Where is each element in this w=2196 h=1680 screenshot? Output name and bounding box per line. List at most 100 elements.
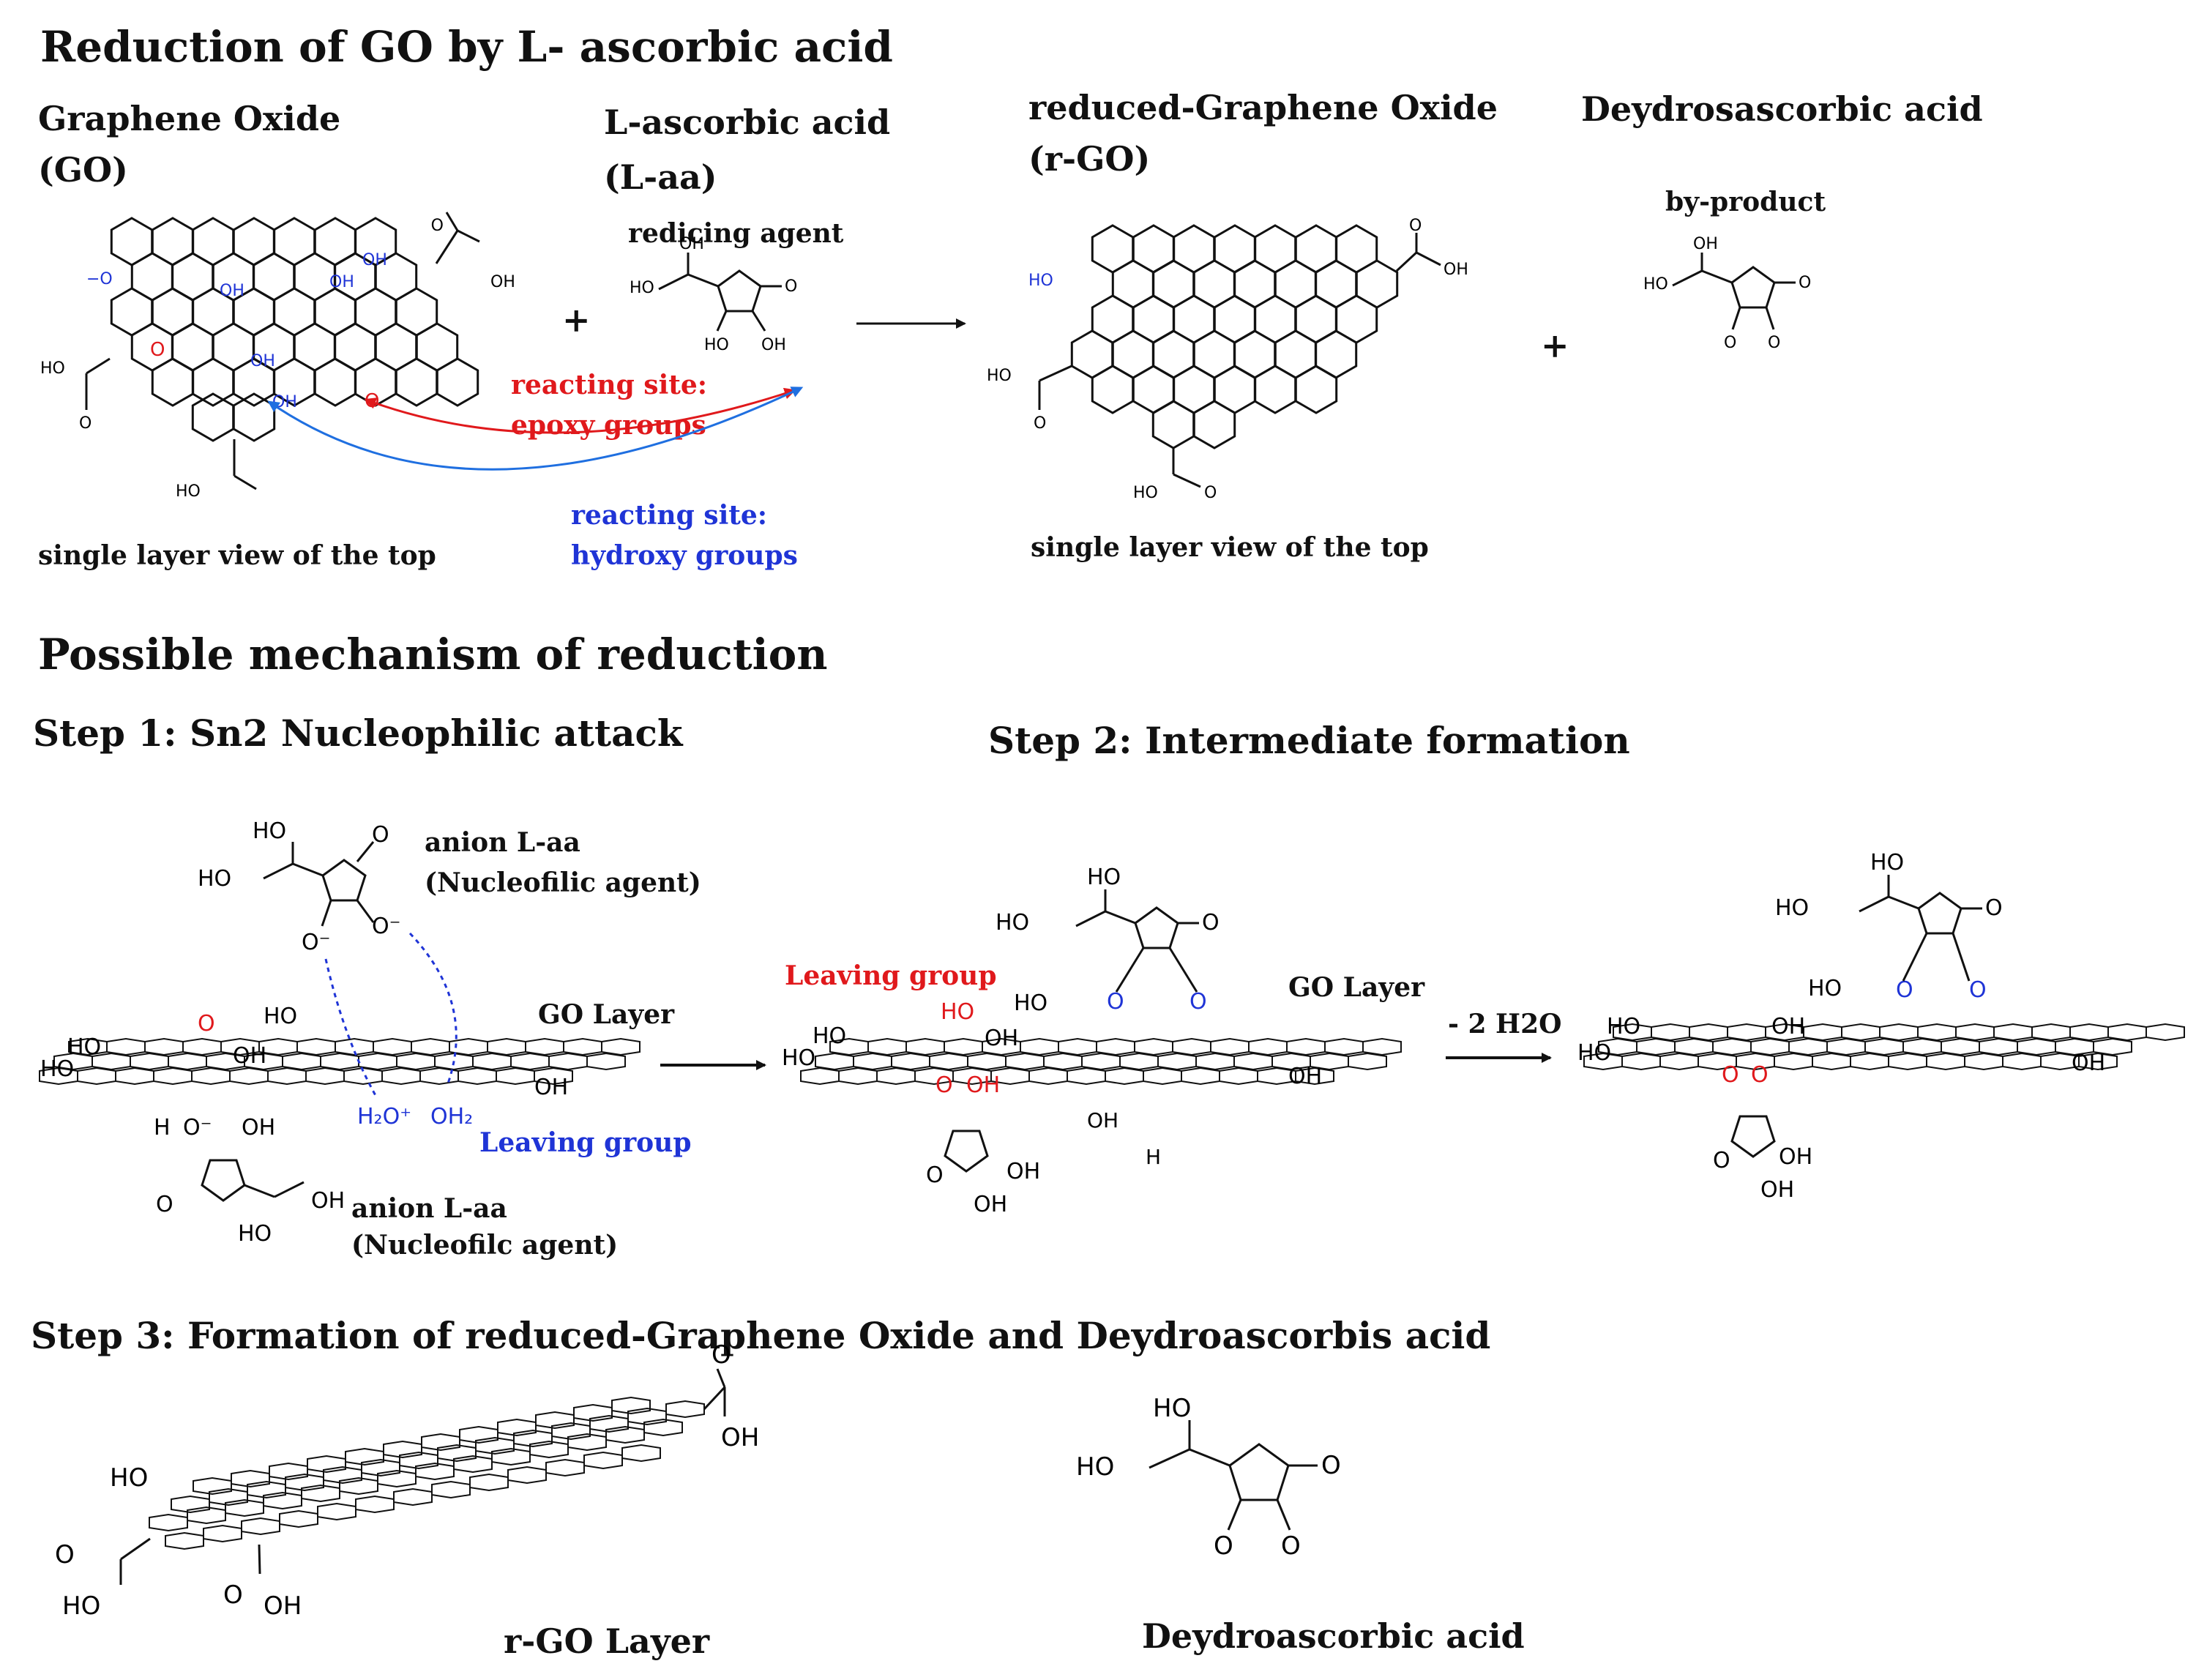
s1-anion-top-ho-2: HO bbox=[253, 818, 286, 844]
s1-anion-bottom-ho: HO bbox=[238, 1221, 272, 1247]
s2-ho-1: HO bbox=[813, 1023, 846, 1049]
s2p-o-blue-2: O bbox=[1969, 977, 1987, 1003]
plus-sign-2: + bbox=[1541, 326, 1569, 365]
s1-h2o-plus: H₂O⁺ bbox=[357, 1104, 411, 1130]
go-ho-left: HO bbox=[40, 359, 65, 378]
s2p-ho-3: HO bbox=[1808, 976, 1842, 1001]
rgo-cooh-o: O bbox=[1409, 217, 1422, 235]
rgo-cooh-oh: OH bbox=[1444, 261, 1468, 279]
s2-oh-1: OH bbox=[985, 1026, 1018, 1051]
laa-oh-top: OH bbox=[679, 235, 704, 253]
laa-ho-left: HO bbox=[630, 279, 654, 297]
dha-name: Deydrosascorbic acid bbox=[1581, 89, 1983, 129]
hydroxy-arc bbox=[267, 387, 804, 471]
mechanism-heading: Possible mechanism of reduction bbox=[38, 630, 828, 679]
laa-role: redicing agent bbox=[628, 218, 844, 249]
laa-name: L-ascorbic acid bbox=[604, 102, 891, 142]
s1-anion-bottom-o: O bbox=[156, 1192, 173, 1217]
s2p-oh-1: OH bbox=[1771, 1014, 1805, 1039]
go-cooh-o: O bbox=[431, 217, 444, 235]
step2-heading: Step 2: Intermediate formation bbox=[988, 719, 1630, 762]
s3-ho-left: HO bbox=[110, 1463, 148, 1493]
s1-anion-top-o-minus-2: O⁻ bbox=[372, 914, 400, 939]
s1-anion-top-o: O bbox=[372, 822, 389, 848]
plus-sign-1: + bbox=[562, 300, 591, 340]
step2-product-laa-bottom: O OH OH bbox=[1713, 1115, 1812, 1203]
anion-top-label-2: (Nucleofilic agent) bbox=[425, 867, 701, 898]
s3-dha-o-2: O bbox=[1214, 1531, 1233, 1561]
go-caption: single layer view of the top bbox=[38, 540, 436, 571]
go-bottom-ho: HO bbox=[176, 482, 201, 501]
step2-laa-top: HO HO O bbox=[996, 865, 1220, 993]
step3-rgo-layer: O OH HO O HO O OH bbox=[55, 1340, 759, 1621]
s3-dha-ho-2: HO bbox=[1153, 1394, 1191, 1423]
step1-anion-bottom: O⁻ OH O OH HO H bbox=[154, 1115, 345, 1247]
go-oh-blue-4: OH bbox=[250, 352, 275, 370]
s1-oh-2: OH bbox=[534, 1075, 568, 1100]
s3-dha-o-1: O bbox=[1321, 1451, 1341, 1480]
anion-bottom-label-2: (Nucleofilc agent) bbox=[351, 1230, 619, 1261]
s1-oh2: OH₂ bbox=[430, 1104, 473, 1130]
go-lattice: O OH HO O HO −O OH OH OH OH OH O O bbox=[40, 212, 515, 501]
dha-byproduct-top: HO OH O O O bbox=[1643, 235, 1811, 352]
s2-ho-red: HO bbox=[941, 999, 974, 1025]
s3-oh-right: OH bbox=[721, 1423, 759, 1452]
s1-anion-bottom-oh-2: OH bbox=[311, 1188, 345, 1214]
rgo-ho-left: HO bbox=[987, 367, 1012, 385]
s2-o-blue-2: O bbox=[1190, 989, 1207, 1015]
s2p-ho-1: HO bbox=[1607, 1014, 1640, 1039]
laa-structure: HO OH O HO OH bbox=[630, 235, 797, 354]
leaving-group-blue: Leaving group bbox=[479, 1127, 692, 1158]
dha-top-oh: OH bbox=[1693, 235, 1718, 253]
go-name: Graphene Oxide bbox=[38, 99, 341, 138]
rgo-ho-blue: HO bbox=[1028, 272, 1053, 290]
hydroxy-site-label-2: hydroxy groups bbox=[571, 540, 798, 571]
rgo-layer-label: r-GO Layer bbox=[504, 1621, 710, 1661]
water-2: H bbox=[1146, 1145, 1161, 1169]
rgo-lattice: O OH HO HO O HO O bbox=[987, 217, 1468, 502]
water-1: OH bbox=[1087, 1108, 1118, 1132]
s2p-laa-ho-2: HO bbox=[1870, 850, 1904, 876]
s2-laa-ho-2: HO bbox=[1087, 865, 1121, 890]
s1-anion-bottom-h: H bbox=[154, 1115, 171, 1140]
s2p-laa-b-o: O bbox=[1713, 1148, 1730, 1173]
page-title: Reduction of GO by L- ascorbic acid bbox=[40, 22, 893, 72]
s1-anion-top-o-minus-1: O⁻ bbox=[302, 930, 330, 955]
s1-anion-bottom-oh: OH bbox=[242, 1115, 275, 1140]
s3-o-top: O bbox=[712, 1340, 731, 1370]
go-layer-label-1: GO Layer bbox=[538, 999, 675, 1030]
s2-laa-b-oh: OH bbox=[1006, 1159, 1040, 1184]
s2p-laa-b-oh: OH bbox=[1779, 1144, 1812, 1170]
dha-top-ho: HO bbox=[1643, 275, 1668, 294]
epoxy-arc bbox=[364, 387, 796, 434]
s1-ho-1: HO bbox=[67, 1034, 101, 1060]
dha-role: by-product bbox=[1665, 187, 1826, 217]
step2-laa-bottom: O OH OH bbox=[926, 1130, 1040, 1217]
s2p-ho-2: HO bbox=[1577, 1040, 1611, 1066]
go-abbr: (GO) bbox=[38, 150, 128, 190]
epoxy-site-label-2: epoxy groups bbox=[511, 410, 706, 441]
laa-ho-bottom: HO bbox=[704, 336, 729, 354]
s1-oh-1: OH bbox=[233, 1043, 266, 1069]
s2p-o-red-2: O bbox=[1751, 1062, 1769, 1088]
s1-blue-dashed-1 bbox=[324, 958, 378, 1099]
rgo-o-left: O bbox=[1034, 414, 1046, 433]
s2-laa-o: O bbox=[1202, 910, 1220, 936]
s2p-o-red-1: O bbox=[1722, 1062, 1739, 1088]
s1-ho-3: HO bbox=[264, 1004, 297, 1029]
water-loss-label: - 2 H2O bbox=[1448, 1009, 1562, 1039]
go-oh-blue-2: OH bbox=[329, 273, 354, 291]
laa-oh-bottom: OH bbox=[761, 336, 786, 354]
dha-top-o2: O bbox=[1724, 334, 1736, 352]
s2-laa-b-o: O bbox=[926, 1162, 944, 1188]
dha-top-o1: O bbox=[1799, 274, 1811, 292]
anion-top-label-1: anion L-aa bbox=[425, 827, 580, 858]
s2-laa-b-oh-2: OH bbox=[974, 1192, 1007, 1217]
go-layer-label-2: GO Layer bbox=[1288, 972, 1425, 1003]
s2-laa-ho-1: HO bbox=[996, 910, 1029, 936]
rgo-name: reduced-Graphene Oxide bbox=[1028, 88, 1498, 127]
s1-blue-dashed-2 bbox=[408, 932, 458, 1084]
rgo-bottom-o: O bbox=[1204, 484, 1217, 502]
hydroxy-site-label-1: reacting site: bbox=[571, 500, 768, 531]
